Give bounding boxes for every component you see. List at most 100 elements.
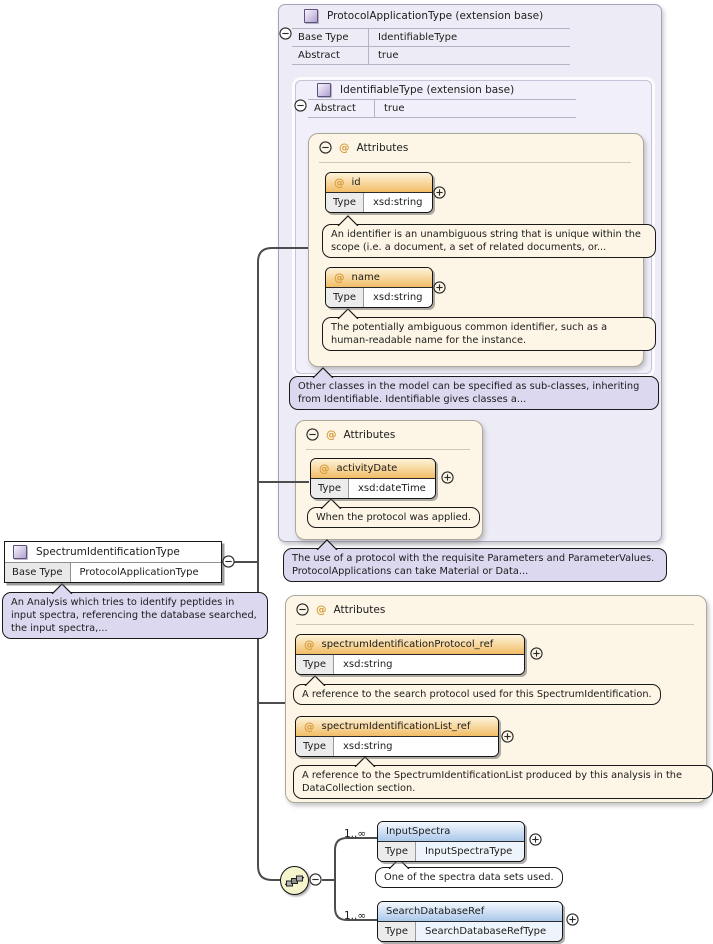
element-node-input-spectra[interactable]: InputSpectra Type InputSpectraType — [377, 821, 525, 862]
property-row: Base Type ProtocolApplicationType — [5, 562, 221, 582]
attribute-name: spectrumIdentificationProtocol_ref — [321, 639, 494, 650]
attribute-node-header: @ activityDate — [311, 459, 435, 479]
attribute-node-header: @ spectrumIdentificationList_ref — [296, 717, 498, 737]
identifiable-title-row: IdentifiableType (extension base) — [317, 83, 514, 97]
header-separator — [306, 449, 470, 450]
type-label: Type — [296, 737, 334, 756]
collapse-toggle[interactable] — [294, 99, 307, 112]
cardinality-input-spectra: 1..∞ — [344, 828, 367, 840]
class-icon — [13, 545, 27, 559]
attribute-at-icon: @ — [334, 271, 345, 284]
type-label: Type — [326, 193, 364, 212]
property-row: Abstract true — [292, 47, 570, 65]
type-label: Type — [378, 842, 416, 861]
class-title: SpectrumIdentificationType — [36, 546, 180, 558]
collapse-toggle[interactable] — [319, 141, 332, 154]
header-separator — [319, 162, 631, 163]
doc-text: When the protocol was applied. — [316, 512, 471, 523]
expand-toggle[interactable] — [501, 730, 514, 743]
callout-tail — [304, 675, 326, 687]
attribute-node-header: @ id — [326, 173, 432, 193]
class-icon — [317, 83, 331, 97]
type-value: xsd:string — [363, 288, 432, 307]
doc-callout-input-spectra: One of the spectra data sets used. — [375, 858, 563, 889]
property-value: true — [384, 103, 405, 114]
attribute-node-header: @ name — [326, 268, 432, 288]
attribute-at-icon: @ — [339, 141, 350, 154]
expand-toggle[interactable] — [433, 186, 446, 199]
expand-toggle[interactable] — [566, 913, 579, 926]
attribute-at-icon: @ — [304, 720, 315, 733]
attribute-node-activity-date[interactable]: @ activityDate Type xsd:dateTime — [310, 458, 436, 499]
callout-tail — [320, 498, 342, 510]
doc-callout-protocol-ref: A reference to the search protocol used … — [293, 675, 661, 706]
doc-text: An Analysis which tries to identify pept… — [11, 597, 257, 635]
doc-text: Other classes in the model can be specif… — [298, 381, 640, 406]
attribute-node-id[interactable]: @ id Type xsd:string — [325, 172, 433, 213]
attributes-header: @ Attributes — [296, 603, 385, 616]
class-title-row: SpectrumIdentificationType — [5, 542, 221, 562]
expand-toggle[interactable] — [433, 281, 446, 294]
attribute-node-spectrum-identification-list-ref[interactable]: @ spectrumIdentificationList_ref Type xs… — [295, 716, 499, 757]
doc-text: A reference to the search protocol used … — [302, 689, 652, 700]
expand-toggle[interactable] — [441, 471, 454, 484]
property-value: ProtocolApplicationType — [70, 563, 221, 582]
callout-tail — [354, 756, 376, 768]
attribute-type-row: Type xsd:string — [296, 655, 524, 674]
property-label: Base Type — [292, 29, 369, 46]
callout-tail — [51, 583, 73, 595]
doc-callout-id: An identifier is an unambiguous string t… — [322, 215, 656, 259]
callout-tail — [316, 539, 338, 551]
element-node-header: InputSpectra — [378, 822, 524, 842]
doc-callout-list-ref: A reference to the SpectrumIdentificatio… — [293, 756, 713, 800]
collapse-toggle[interactable] — [279, 27, 292, 40]
doc-callout-protocol-application: The use of a protocol with the requisite… — [283, 539, 667, 583]
type-value: xsd:string — [333, 737, 498, 756]
attribute-at-icon: @ — [334, 176, 345, 189]
attribute-name: spectrumIdentificationList_ref — [321, 721, 471, 732]
class-icon — [304, 9, 318, 23]
doc-text: An identifier is an unambiguous string t… — [331, 229, 641, 254]
attributes-header: @ Attributes — [319, 141, 408, 154]
sequence-compositor-icon[interactable] — [280, 866, 309, 895]
expand-toggle[interactable] — [530, 647, 543, 660]
property-row: Abstract true — [308, 99, 576, 118]
type-value: xsd:string — [333, 655, 524, 674]
element-type-row: Type InputSpectraType — [378, 842, 524, 861]
callout-tail — [337, 215, 359, 227]
collapse-toggle[interactable] — [306, 428, 319, 441]
property-label: Abstract — [308, 100, 375, 117]
property-label: Abstract — [292, 47, 369, 64]
attribute-type-row: Type xsd:string — [326, 193, 432, 212]
property-label: Base Type — [5, 563, 71, 582]
element-name: SearchDatabaseRef — [386, 906, 485, 917]
identifiable-properties: Abstract true — [308, 99, 576, 118]
expand-toggle[interactable] — [529, 833, 542, 846]
element-node-search-database-ref[interactable]: SearchDatabaseRef Type SearchDatabaseRef… — [377, 901, 563, 942]
class-title: ProtocolApplicationType (extension base) — [327, 10, 544, 22]
attributes-header: @ Attributes — [306, 428, 395, 441]
callout-tail — [312, 367, 334, 379]
collapse-toggle[interactable] — [309, 873, 322, 886]
attribute-node-spectrum-identification-protocol-ref[interactable]: @ spectrumIdentificationProtocol_ref Typ… — [295, 634, 525, 675]
doc-callout-identifiable: Other classes in the model can be specif… — [289, 367, 659, 411]
collapse-toggle[interactable] — [222, 555, 235, 568]
attribute-at-icon: @ — [319, 462, 330, 475]
property-row: Base Type IdentifiableType — [292, 28, 570, 47]
doc-text: One of the spectra data sets used. — [384, 872, 554, 883]
property-value: true — [378, 50, 399, 61]
doc-callout-name: The potentially ambiguous common identif… — [322, 308, 656, 352]
class-box-spectrum-identification-type[interactable]: SpectrumIdentificationType Base Type Pro… — [4, 541, 222, 583]
attribute-name: name — [351, 272, 380, 283]
element-node-header: SearchDatabaseRef — [378, 902, 562, 922]
attribute-node-name[interactable]: @ name Type xsd:string — [325, 267, 433, 308]
property-value: IdentifiableType — [378, 32, 458, 43]
type-value: SearchDatabaseRefType — [415, 922, 562, 941]
type-value: InputSpectraType — [415, 842, 524, 861]
header-separator — [296, 624, 694, 625]
attribute-name: activityDate — [336, 463, 398, 474]
element-name: InputSpectra — [386, 826, 451, 837]
type-label: Type — [296, 655, 334, 674]
attribute-type-row: Type xsd:dateTime — [311, 479, 435, 498]
collapse-toggle[interactable] — [296, 603, 309, 616]
